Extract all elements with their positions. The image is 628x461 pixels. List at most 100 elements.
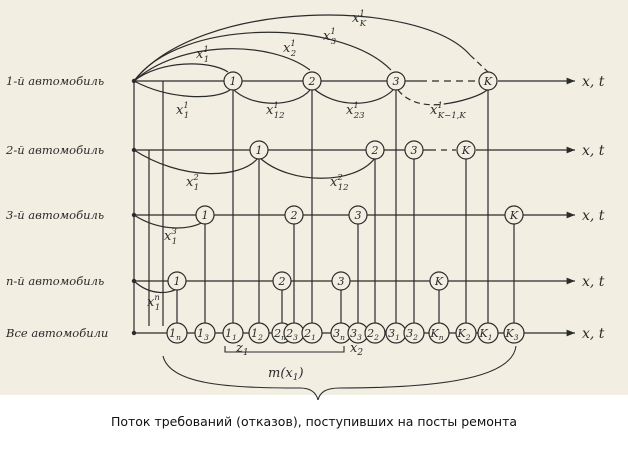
- svg-text:2: 2: [371, 144, 379, 157]
- arc-x3: [133, 31, 392, 82]
- svg-text:12: 12: [251, 327, 263, 342]
- svg-text:3: 3: [411, 144, 418, 157]
- svg-text:21: 21: [303, 327, 316, 342]
- arc-x1: [133, 63, 229, 82]
- node-all-2: 11: [222, 322, 244, 344]
- arc-bK: [443, 89, 488, 105]
- node-row1-3: K: [478, 71, 498, 91]
- node-row2-1: 2: [365, 140, 385, 160]
- flow-diagram: 1-й автомобиль 2-й автомобиль 3-й автомо…: [5, 9, 605, 400]
- node-rown-2: 3: [331, 271, 351, 291]
- node-all-10: 31: [385, 322, 407, 344]
- node-all-9: 22: [364, 322, 386, 344]
- svg-text:1: 1: [174, 275, 181, 288]
- node-all-11: 32: [403, 322, 425, 344]
- row-output-2: x, t: [582, 143, 605, 159]
- arc-b12: [231, 87, 311, 104]
- svg-text:22: 22: [366, 327, 379, 342]
- node-row1-2: 3: [386, 71, 406, 91]
- svg-text:2n: 2n: [273, 327, 286, 342]
- node-all-8: 33: [347, 322, 369, 344]
- node-rown-1: 2: [272, 271, 292, 291]
- svg-text:K3: K3: [505, 327, 519, 342]
- row-output-1: x, t: [582, 74, 605, 90]
- m-brace: [224, 346, 345, 353]
- node-row2-2: 3: [404, 140, 424, 160]
- node-all-12: Kn: [428, 322, 450, 344]
- svg-text:11: 11: [225, 327, 237, 342]
- bottom-brace-left: [162, 355, 319, 400]
- svg-text:1n: 1n: [169, 327, 181, 342]
- row-label-n: n-й автомобиль: [6, 274, 104, 288]
- arc-r2a: [133, 149, 259, 175]
- node-row3-1: 2: [284, 205, 304, 225]
- node-row3-3: K: [504, 205, 524, 225]
- svg-text:2: 2: [290, 209, 298, 222]
- z1-label: z1: [235, 341, 249, 358]
- svg-text:31: 31: [388, 327, 400, 342]
- svg-text:3n: 3n: [333, 327, 345, 342]
- svg-text:13: 13: [197, 327, 209, 342]
- node-rown-3: K: [429, 271, 449, 291]
- node-all-6: 21: [301, 322, 323, 344]
- row-output-all: x, t: [582, 326, 605, 342]
- svg-text:3: 3: [338, 275, 345, 288]
- svg-text:K2: K2: [457, 327, 471, 342]
- node-row2-3: K: [456, 140, 476, 160]
- arc-bK-dash: [397, 89, 445, 106]
- svg-text:3: 3: [355, 209, 362, 222]
- row-label-3: 3-й автомобиль: [6, 208, 104, 222]
- arc-x2: [133, 48, 311, 82]
- node-all-14: K1: [477, 322, 499, 344]
- svg-text:23: 23: [285, 327, 298, 342]
- figure-caption: Поток требований (отказов), поступивших …: [110, 414, 518, 429]
- node-row3-0: 1: [195, 205, 215, 225]
- svg-text:2: 2: [278, 275, 286, 288]
- svg-text:K: K: [509, 209, 519, 222]
- node-row3-2: 3: [348, 205, 368, 225]
- svg-text:K: K: [483, 75, 493, 88]
- arc-r2b: [259, 157, 376, 179]
- node-row2-0: 1: [249, 140, 269, 160]
- row-label-2: 2-й автомобиль: [5, 143, 104, 157]
- row-label-1: 1-й автомобиль: [6, 74, 104, 88]
- arc-b1: [133, 80, 231, 98]
- node-all-0: 1n: [166, 322, 188, 344]
- m-label: m(x1): [268, 366, 304, 383]
- node-all-5: 23: [283, 322, 305, 344]
- node-row1-1: 2: [302, 71, 322, 91]
- svg-text:K: K: [434, 275, 444, 288]
- svg-text:2: 2: [308, 75, 316, 88]
- row-output-n: x, t: [582, 274, 605, 290]
- svg-text:K1: K1: [479, 327, 493, 342]
- arc-xK: [133, 14, 471, 82]
- svg-text:1: 1: [230, 75, 237, 88]
- bottom-brace-right: [317, 345, 517, 400]
- arc-xK-dash: [469, 54, 489, 73]
- svg-text:32: 32: [406, 327, 418, 342]
- node-all-13: K2: [455, 322, 477, 344]
- node-all-3: 12: [248, 322, 270, 344]
- node-all-1: 13: [194, 322, 216, 344]
- arc-r3: [133, 214, 204, 229]
- node-rown-0: 1: [167, 271, 187, 291]
- svg-text:3: 3: [393, 75, 400, 88]
- node-all-15: K3: [503, 322, 525, 344]
- svg-text:1: 1: [202, 209, 209, 222]
- svg-text:Kn: Kn: [429, 327, 443, 342]
- row-label-all: Все автомобили: [5, 326, 108, 340]
- node-row1-0: 1: [223, 71, 243, 91]
